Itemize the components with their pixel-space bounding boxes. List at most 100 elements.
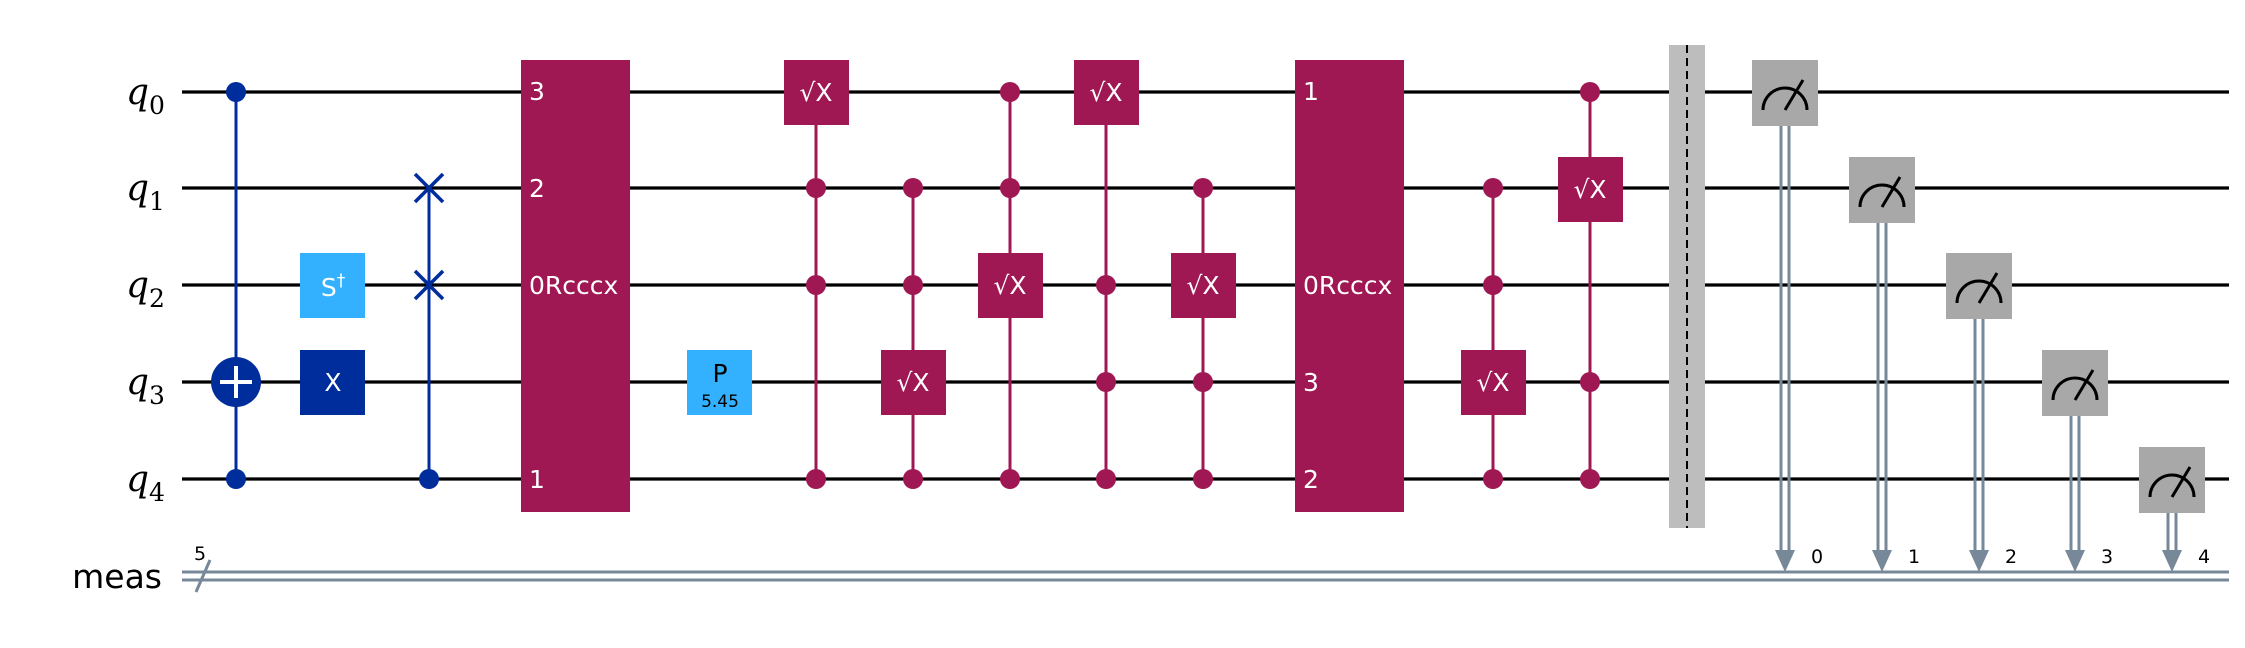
c3sx-1-label: √X (799, 78, 832, 107)
measurement-2: 2 (1946, 253, 2017, 572)
cswap-gate (413, 172, 445, 489)
sdg-gate: S† (300, 253, 365, 318)
p-label: P (712, 359, 727, 388)
c3sx-gate-4: √X (1074, 60, 1139, 489)
c3sx-gate-2: √X (881, 178, 946, 489)
measure-3-arrow (2065, 550, 2085, 572)
c3sx-5-box (1171, 253, 1236, 318)
meter-icon (1858, 183, 1906, 208)
measure-2-bit: 2 (2005, 546, 2017, 568)
c3sx-4-control-q2 (1096, 275, 1116, 295)
c3sx-5-control-q3 (1193, 372, 1213, 392)
measure-2-box (1946, 253, 2012, 319)
rcccx-gate-1: 3 2 0Rcccx 1 (521, 60, 630, 512)
c3sx-4-control-q4 (1096, 469, 1116, 489)
register-size-slash (194, 559, 212, 593)
qubit-label-q0: q0 (126, 72, 165, 120)
sdg-label: S† (321, 271, 346, 302)
measure-0-arrow (1775, 550, 1795, 572)
c3sx-2-label: √X (896, 368, 929, 397)
c3sx-4-control-q3 (1096, 372, 1116, 392)
measurement-0: 0 (1752, 60, 1823, 572)
c3sx-5-label: √X (1186, 271, 1219, 300)
ccx-gate (211, 82, 261, 489)
rcccx-1-pin-q4: 1 (529, 465, 545, 494)
c3sx-3-box (978, 253, 1043, 318)
c3sx-5-control-q4 (1193, 469, 1213, 489)
c3sx-6-control-q1 (1483, 178, 1503, 198)
c3sx-6-control-q4 (1483, 469, 1503, 489)
measure-1-box (1849, 157, 1915, 223)
ccx-control-q0 (226, 82, 246, 102)
c3sx-2-box (881, 350, 946, 415)
meter-needle (2170, 466, 2192, 498)
rcccx-2-pin-q0: 1 (1303, 77, 1319, 106)
c3sx-5-control-q1 (1193, 178, 1213, 198)
measure-1-bit: 1 (1908, 546, 1920, 568)
c3sx-7-control-q4 (1580, 469, 1600, 489)
x-box (300, 350, 365, 415)
measure-1-arrow (1872, 550, 1892, 572)
measure-4-bit: 4 (2198, 546, 2210, 568)
meter-needle (1880, 176, 1902, 208)
measurement-1: 1 (1849, 157, 1920, 572)
register-size: 5 (194, 543, 206, 565)
rcccx-1-pin-q0: 3 (529, 77, 545, 106)
measure-4-box (2139, 447, 2205, 513)
meter-needle (2073, 369, 2095, 401)
c3sx-1-control-q2 (806, 275, 826, 295)
ccx-control-q4 (226, 469, 246, 489)
rcccx-2-box (1295, 60, 1404, 512)
meter-icon (1955, 279, 2003, 304)
c3sx-3-control-q4 (1000, 469, 1020, 489)
p-param: 5.45 (701, 392, 739, 412)
x-gate: X (300, 350, 365, 415)
c3sx-6-box (1461, 350, 1526, 415)
barrier (1669, 45, 1705, 528)
c3sx-6-label: √X (1476, 368, 1509, 397)
c3sx-3-label: √X (993, 271, 1026, 300)
c3sx-gate-3: √X (978, 82, 1043, 489)
measure-3-bit: 3 (2101, 546, 2113, 568)
measurement-4: 4 (2139, 447, 2210, 572)
swap-x-q2 (413, 269, 445, 301)
rcccx-1-pin-q1: 2 (529, 174, 545, 203)
meter-needle (1977, 272, 1999, 304)
classical-register-label: meas (72, 557, 162, 596)
rcccx-gate-2: 1 0Rcccx 3 2 (1295, 60, 1404, 512)
c3sx-7-control-q3 (1580, 372, 1600, 392)
c3sx-2-control-q2 (903, 275, 923, 295)
qubit-labels: q0 q1 q2 q3 q4 meas (72, 72, 165, 596)
c3sx-gate-5: √X (1171, 178, 1236, 489)
c3sx-3-control-q1 (1000, 178, 1020, 198)
qubit-label-q4: q4 (126, 459, 165, 507)
rcccx-2-pin-q4: 2 (1303, 465, 1319, 494)
rcccx-2-pin-q3: 3 (1303, 368, 1319, 397)
qubit-label-q1: q1 (126, 168, 165, 216)
c3sx-4-box (1074, 60, 1139, 125)
measure-4-arrow (2162, 550, 2182, 572)
p-box (687, 350, 752, 415)
measure-3-box (2042, 350, 2108, 416)
measurement-3: 3 (2042, 350, 2113, 572)
c3sx-gate-7: √X (1558, 82, 1623, 489)
c3sx-7-label: √X (1573, 175, 1606, 204)
c3sx-2-control-q1 (903, 178, 923, 198)
c3sx-1-control-q1 (806, 178, 826, 198)
c3sx-7-box (1558, 157, 1623, 222)
p-gate: P 5.45 (687, 350, 752, 415)
c3sx-4-label: √X (1089, 78, 1122, 107)
meter-needle (1783, 79, 1805, 111)
classical-wire: 5 (182, 543, 2229, 593)
c3sx-6-control-q2 (1483, 275, 1503, 295)
rcccx-2-label: 0Rcccx (1303, 271, 1392, 300)
meter-icon (2148, 473, 2196, 498)
rcccx-1-box (521, 60, 630, 512)
qubit-label-q3: q3 (126, 362, 165, 410)
c3sx-3-control-q0 (1000, 82, 1020, 102)
swap-x-q1 (413, 172, 445, 204)
c3sx-gate-1: √X (784, 60, 849, 489)
c3sx-7-control-q0 (1580, 82, 1600, 102)
qubit-label-q2: q2 (126, 265, 165, 313)
